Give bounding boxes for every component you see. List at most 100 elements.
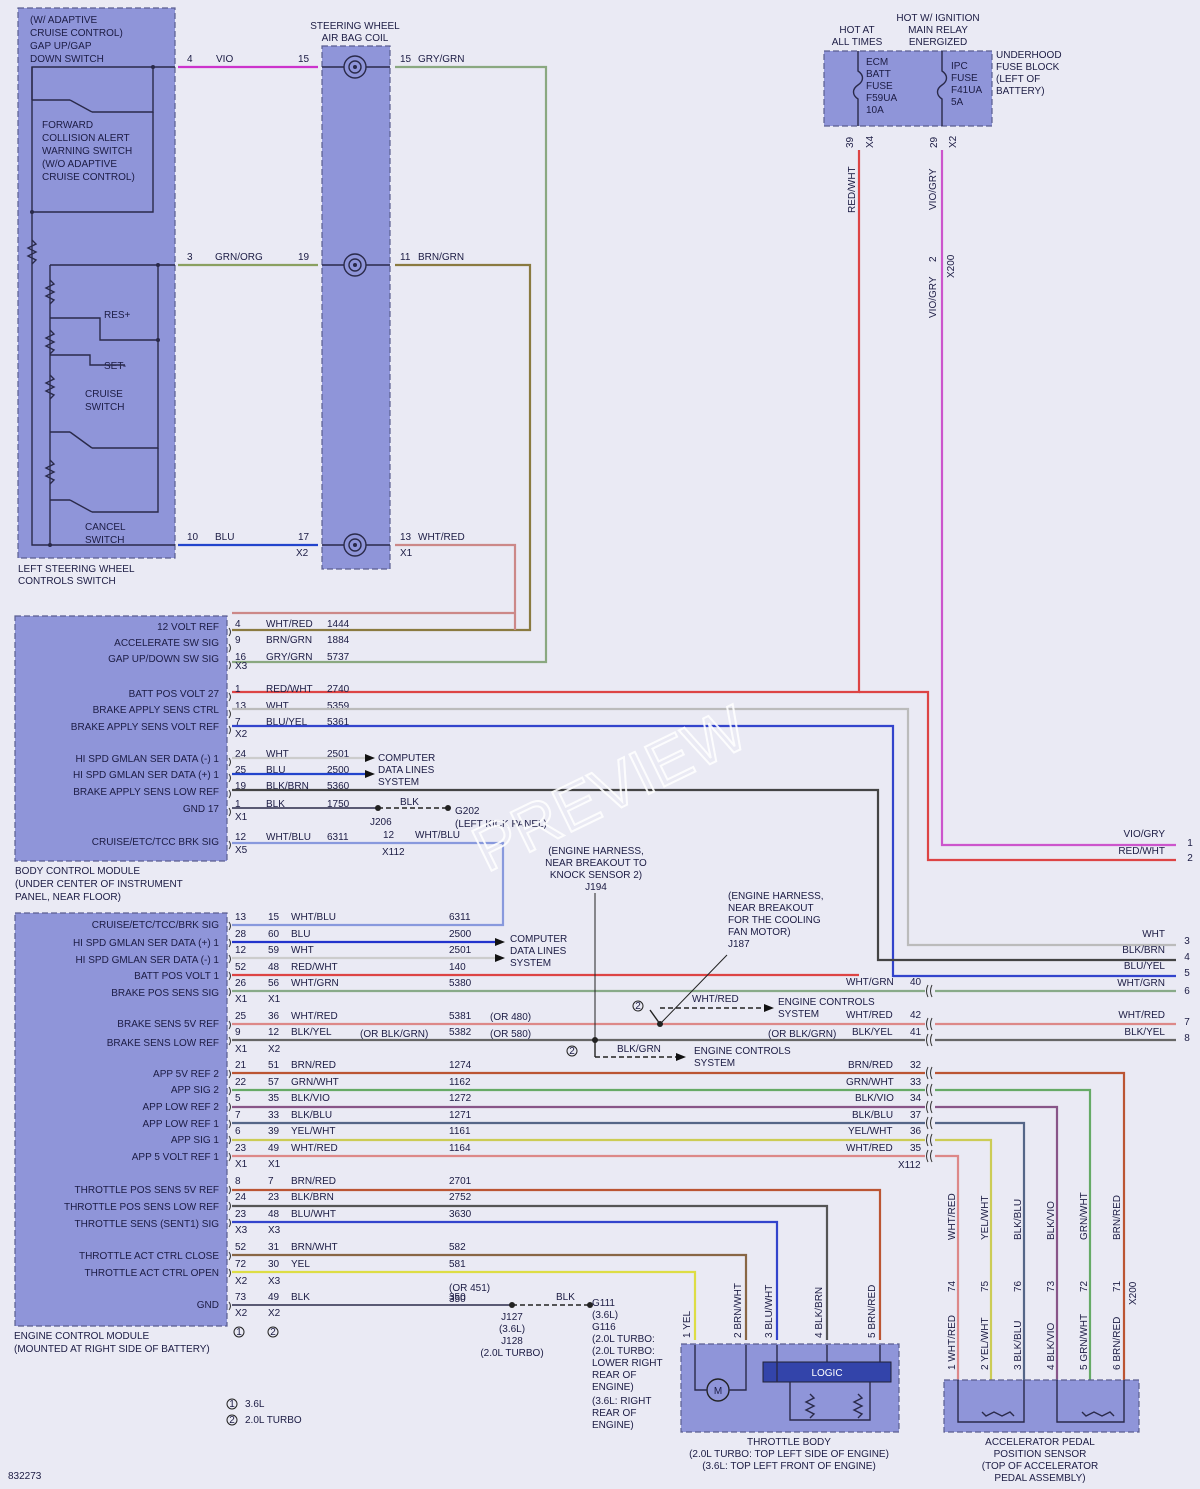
pin-text: 59: [268, 945, 280, 956]
svg-text:NEAR BREAKOUT TO: NEAR BREAKOUT TO: [545, 858, 647, 869]
pin-text: BRN/RED: [291, 1176, 336, 1187]
component-name: AIR BAG COIL: [322, 33, 389, 44]
pin-text: 24: [235, 1192, 247, 1203]
pin-text: 5380: [449, 978, 472, 989]
x112-connector: [926, 984, 933, 1163]
svg-text:WHT/BLU: WHT/BLU: [415, 830, 460, 841]
pin-text: BLU: [291, 929, 310, 940]
pin-text: GRN/WHT: [291, 1077, 339, 1088]
connector-mark: [228, 954, 231, 964]
svg-text:X1: X1: [400, 548, 413, 559]
pin-text: 1750: [327, 799, 350, 810]
svg-text:FUSE: FUSE: [866, 81, 893, 92]
svg-text:ALL TIMES: ALL TIMES: [832, 37, 883, 48]
svg-text:1: 1: [1187, 838, 1193, 849]
pin-text: X2: [235, 1308, 248, 1319]
svg-text:(LEFT KICK PANEL): (LEFT KICK PANEL): [455, 819, 547, 830]
svg-text:40: 40: [910, 977, 922, 988]
pin-text: 7: [235, 717, 241, 728]
pin-text: BATT POS VOLT 27: [129, 689, 220, 700]
svg-text:ENGINE CONTROLS: ENGINE CONTROLS: [694, 1046, 791, 1057]
pin-text: WHT/BLU: [291, 912, 336, 923]
svg-text:5A: 5A: [951, 97, 964, 108]
pin-text: GND 17: [183, 804, 220, 815]
pin-text: 2500: [449, 929, 472, 940]
svg-text:BRN/RED: BRN/RED: [1112, 1195, 1123, 1240]
pin-text: BLK/VIO: [291, 1093, 330, 1104]
svg-text:PANEL, NEAR FLOOR): PANEL, NEAR FLOOR): [15, 892, 121, 903]
pin-text: RED/WHT: [266, 684, 313, 695]
switch-label: DOWN SWITCH: [30, 54, 104, 65]
svg-text:BLK: BLK: [556, 1292, 575, 1303]
pin-text: 1164: [449, 1143, 471, 1154]
connector-mark: [228, 660, 231, 670]
set-label: SET-: [104, 361, 126, 372]
pin-text: 60: [268, 929, 280, 940]
svg-text:F41UA: F41UA: [951, 85, 982, 96]
svg-text:M: M: [714, 1386, 722, 1397]
svg-text:ENGINE): ENGINE): [592, 1420, 634, 1431]
connector-mark: [228, 1086, 231, 1096]
svg-text:72: 72: [1079, 1280, 1090, 1292]
pin-text: 36: [268, 1011, 280, 1022]
svg-text:(3.6L: TOP LEFT FRONT OF ENGIN: (3.6L: TOP LEFT FRONT OF ENGINE): [702, 1461, 876, 1472]
connector-mark: [228, 1036, 231, 1046]
pin-text: 33: [268, 1110, 280, 1121]
svg-text:73: 73: [1046, 1280, 1057, 1292]
svg-text:WHT/RED: WHT/RED: [692, 994, 739, 1005]
pin-text: 12: [235, 832, 247, 843]
svg-text:SYSTEM: SYSTEM: [694, 1058, 735, 1069]
pin-text: X3: [235, 1225, 248, 1236]
pin-text: 5737: [327, 652, 350, 663]
connector-mark: [228, 971, 231, 981]
logic-label: LOGIC: [811, 1368, 842, 1379]
svg-text:WHT/GRN: WHT/GRN: [846, 977, 894, 988]
svg-text:3.6L: 3.6L: [245, 1399, 265, 1410]
connector-mark: [228, 1301, 231, 1311]
pin-text: 2500: [327, 765, 350, 776]
connector-mark: [228, 987, 231, 997]
cancel-label: CANCEL: [85, 522, 126, 533]
pin-text: 28: [235, 929, 247, 940]
svg-text:FUSE: FUSE: [951, 73, 978, 84]
pin-text: BRAKE SENS 5V REF: [117, 1019, 219, 1030]
svg-text:4: 4: [187, 54, 193, 65]
cruise-label: CRUISE: [85, 389, 123, 400]
pin-text: THROTTLE ACT CTRL OPEN: [85, 1268, 219, 1279]
pin-text: GAP UP/DOWN SW SIG: [108, 654, 219, 665]
pin-text: X5: [235, 845, 248, 856]
app-wire-labels: WHT/RED YEL/WHT BLK/BLU BLK/VIO GRN/WHT …: [947, 1192, 1139, 1370]
pin-text: X1: [268, 994, 281, 1005]
svg-text:42: 42: [910, 1010, 922, 1021]
pin-text: 57: [268, 1077, 280, 1088]
svg-text:11: 11: [400, 252, 411, 263]
pin-text: BATT POS VOLT 1: [134, 971, 219, 982]
pin-text: THROTTLE SENS (SENT1) SIG: [75, 1219, 220, 1230]
svg-text:WHT/RED: WHT/RED: [947, 1193, 958, 1240]
svg-text:WHT/GRN: WHT/GRN: [1117, 978, 1165, 989]
pin-text: 16: [235, 652, 247, 663]
svg-text:35: 35: [910, 1143, 922, 1154]
pin-text: 23: [268, 1192, 280, 1203]
pin-text: 7: [235, 1110, 241, 1121]
svg-text:HOT W/ IGNITION: HOT W/ IGNITION: [896, 13, 979, 24]
pin-text: 6: [235, 1126, 241, 1137]
connector-mark: [228, 1185, 231, 1195]
pin-text: 5381: [449, 1011, 472, 1022]
pin-text: APP 5 VOLT REF 1: [132, 1152, 220, 1163]
connector-mark: [228, 840, 231, 850]
svg-text:X2: X2: [296, 548, 309, 559]
svg-text:12: 12: [383, 830, 395, 841]
svg-text:X112: X112: [382, 847, 405, 858]
svg-text:RED/WHT: RED/WHT: [847, 166, 858, 213]
connector-mark: [228, 1069, 231, 1079]
pin-text: BRAKE POS SENS SIG: [111, 988, 219, 999]
pin-text: 49: [268, 1292, 280, 1303]
pin-text: 12: [235, 945, 247, 956]
pin-text: 19: [235, 781, 247, 792]
svg-text:MAIN RELAY: MAIN RELAY: [908, 25, 968, 36]
svg-text:4: 4: [1184, 952, 1190, 963]
svg-text:GRN/ORG: GRN/ORG: [215, 252, 263, 263]
svg-text:WHT/RED: WHT/RED: [846, 1010, 893, 1021]
